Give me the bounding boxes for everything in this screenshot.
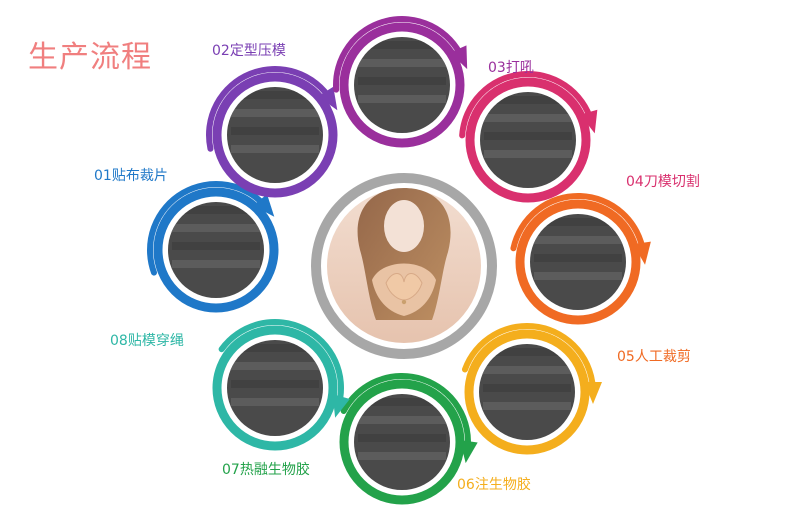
photo-texture	[231, 344, 319, 352]
photo-texture	[483, 366, 571, 374]
photo-texture	[483, 402, 571, 410]
photo-texture	[484, 150, 572, 158]
flow-arrow	[218, 319, 344, 410]
step-label-5: 05人工裁剪	[617, 349, 691, 365]
photo-texture	[231, 109, 319, 117]
photo-texture	[483, 384, 571, 392]
step-node-8	[212, 319, 350, 451]
flow-arrow	[510, 193, 647, 256]
photo-texture	[358, 416, 446, 424]
photo-texture	[358, 41, 446, 49]
step-node-1	[147, 181, 279, 313]
photo-texture	[231, 398, 319, 406]
steps	[147, 16, 651, 505]
photo-texture	[231, 380, 319, 388]
arrowhead	[450, 45, 468, 70]
photo-texture	[484, 114, 572, 122]
step-label-4: 04刀模切割	[626, 174, 700, 190]
photo-texture	[231, 362, 319, 370]
flow-arrow	[147, 181, 270, 276]
photo-texture	[484, 132, 572, 140]
step-label-1: 01贴布裁片	[94, 168, 168, 184]
center-node	[311, 173, 497, 359]
photo-texture	[172, 242, 260, 250]
step-node-3	[333, 16, 468, 148]
photo-texture	[231, 127, 319, 135]
step-label-6: 06注生物胶	[457, 477, 531, 493]
photo-texture	[534, 236, 622, 244]
arrowhead	[253, 194, 275, 217]
arrowhead	[459, 440, 478, 464]
photo-texture	[231, 91, 319, 99]
arrowhead	[318, 86, 338, 111]
photo-texture	[534, 272, 622, 280]
photo-texture	[358, 95, 446, 103]
photo-texture	[358, 77, 446, 85]
flow-arrow	[461, 323, 596, 395]
step-node-7	[339, 373, 478, 505]
flow-arrow	[340, 373, 471, 455]
photo-texture	[172, 206, 260, 214]
photo-texture	[483, 348, 571, 356]
photo-texture	[172, 224, 260, 232]
photo-texture	[358, 59, 446, 67]
photo-texture	[231, 145, 319, 153]
arrowhead	[580, 109, 598, 134]
arrowhead	[584, 382, 602, 404]
flow-arrow	[206, 66, 334, 152]
step-label-8: 08贴模穿绳	[110, 333, 184, 349]
photo-texture	[358, 452, 446, 460]
step-node-5	[510, 193, 651, 325]
step-label-2: 02定型压模	[212, 43, 286, 59]
photo-texture	[484, 96, 572, 104]
step-label-7: 07热融生物胶	[222, 462, 310, 478]
step-node-6	[461, 323, 602, 455]
step-node-2	[206, 66, 338, 198]
page-title: 生产流程	[28, 40, 152, 75]
photo-texture	[534, 254, 622, 262]
photo-texture	[534, 218, 622, 226]
photo-texture	[358, 398, 446, 406]
photo-texture	[358, 434, 446, 442]
step-label-3: 03打吼	[488, 60, 534, 76]
step-node-4	[459, 71, 598, 203]
portrait-illustration	[357, 188, 451, 320]
flow-arrow	[459, 71, 595, 139]
arrowhead	[633, 241, 651, 265]
flow-arrow	[333, 16, 466, 93]
photo-texture	[172, 260, 260, 268]
arrowhead	[332, 394, 350, 418]
